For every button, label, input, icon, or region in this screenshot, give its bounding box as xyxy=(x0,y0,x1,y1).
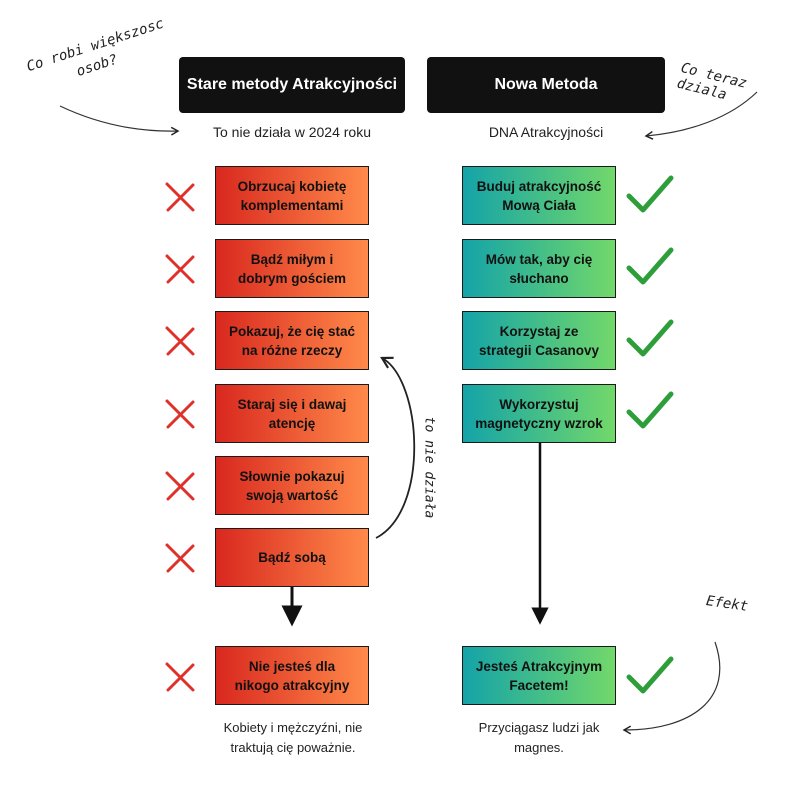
old-method-5-line1: Słownie pokazuj xyxy=(239,468,345,484)
subtitle-old: To nie działa w 2024 roku xyxy=(213,124,371,140)
new-method-4-line2: magnetyczny wzrok xyxy=(475,415,603,431)
outcome-old-line1: Kobiety i mężczyźni, nie xyxy=(223,720,363,735)
old-method-3-line1: Pokazuj, że cię stać xyxy=(228,323,356,339)
new-method-3-line2: strategii Casanovy xyxy=(478,342,600,358)
check-icon xyxy=(626,247,674,285)
new-method-4: Wykorzystuj magnetyczny wzrok xyxy=(462,384,616,443)
cross-icon xyxy=(165,399,195,429)
old-result-line2: nikogo atrakcyjny xyxy=(234,677,350,693)
old-method-6: Bądź sobą xyxy=(215,528,369,587)
old-method-2: Bądź miłym i dobrym gościem xyxy=(215,239,369,298)
cross-icon xyxy=(165,471,195,501)
outcome-old: Kobiety i mężczyźni, nie traktują cię po… xyxy=(200,718,386,758)
subtitle-new: DNA Atrakcyjności xyxy=(488,124,604,140)
old-method-1: Obrzucaj kobietę komplementami xyxy=(215,166,369,225)
cross-icon xyxy=(165,326,195,356)
outcome-new-line2: magnes. xyxy=(514,740,564,755)
arrow-right-annotation xyxy=(644,91,758,140)
check-icon xyxy=(626,656,674,694)
old-method-1-line1: Obrzucaj kobietę xyxy=(237,178,347,194)
old-method-4-line1: Staraj się i dawaj xyxy=(237,396,347,412)
new-method-2-line2: słuchano xyxy=(509,270,569,286)
new-result-line2: Facetem! xyxy=(509,677,569,693)
check-icon xyxy=(626,391,674,429)
outcome-new: Przyciągasz ludzi jak magnes. xyxy=(452,718,626,758)
old-method-2-line1: Bądź miłym i xyxy=(250,251,334,267)
new-method-3: Korzystaj ze strategii Casanovy xyxy=(462,311,616,370)
new-method-1-line2: Mową Ciała xyxy=(502,197,576,213)
cross-icon xyxy=(165,182,195,212)
new-method-4-line1: Wykorzystuj xyxy=(499,396,579,412)
arrow-effect xyxy=(622,641,721,735)
cross-icon xyxy=(165,662,195,692)
old-method-3: Pokazuj, że cię stać na różne rzeczy xyxy=(215,311,369,370)
arrow-curve-back xyxy=(375,356,416,539)
old-result-line1: Nie jesteś dla xyxy=(248,658,336,674)
header-new-method: Nowa Metoda xyxy=(427,57,665,113)
header-old-label: Stare metody Atrakcyjności xyxy=(186,76,398,93)
new-method-2-line1: Mów tak, aby cię xyxy=(485,251,593,267)
old-method-1-line2: komplementami xyxy=(240,197,344,213)
check-icon xyxy=(626,319,674,357)
outcome-new-line1: Przyciągasz ludzi jak xyxy=(478,720,600,735)
new-method-3-line1: Korzystaj ze xyxy=(499,323,579,339)
new-method-2: Mów tak, aby cię słuchano xyxy=(462,239,616,298)
header-new-label: Nowa Metoda xyxy=(494,76,598,93)
arrow-left-annotation xyxy=(59,105,180,136)
old-method-5: Słownie pokazuj swoją wartość xyxy=(215,456,369,515)
header-old-methods: Stare metody Atrakcyjności xyxy=(179,57,405,113)
old-method-2-line2: dobrym gościem xyxy=(237,270,347,286)
outcome-old-line2: traktują cię poważnie. xyxy=(230,740,356,755)
old-method-4: Staraj się i dawaj atencję xyxy=(215,384,369,443)
old-method-6-line1: Bądź sobą xyxy=(258,550,326,565)
old-method-3-line2: na różne rzeczy xyxy=(241,342,343,358)
cross-icon xyxy=(165,543,195,573)
old-result-box: Nie jesteś dla nikogo atrakcyjny xyxy=(215,646,369,705)
new-method-1-line1: Buduj atrakcyjność xyxy=(476,178,602,194)
check-icon xyxy=(626,175,674,213)
cross-icon xyxy=(165,254,195,284)
old-method-5-line2: swoją wartość xyxy=(245,487,339,503)
new-result-line1: Jesteś Atrakcyjnym xyxy=(475,658,603,674)
old-method-4-line2: atencję xyxy=(268,415,316,431)
